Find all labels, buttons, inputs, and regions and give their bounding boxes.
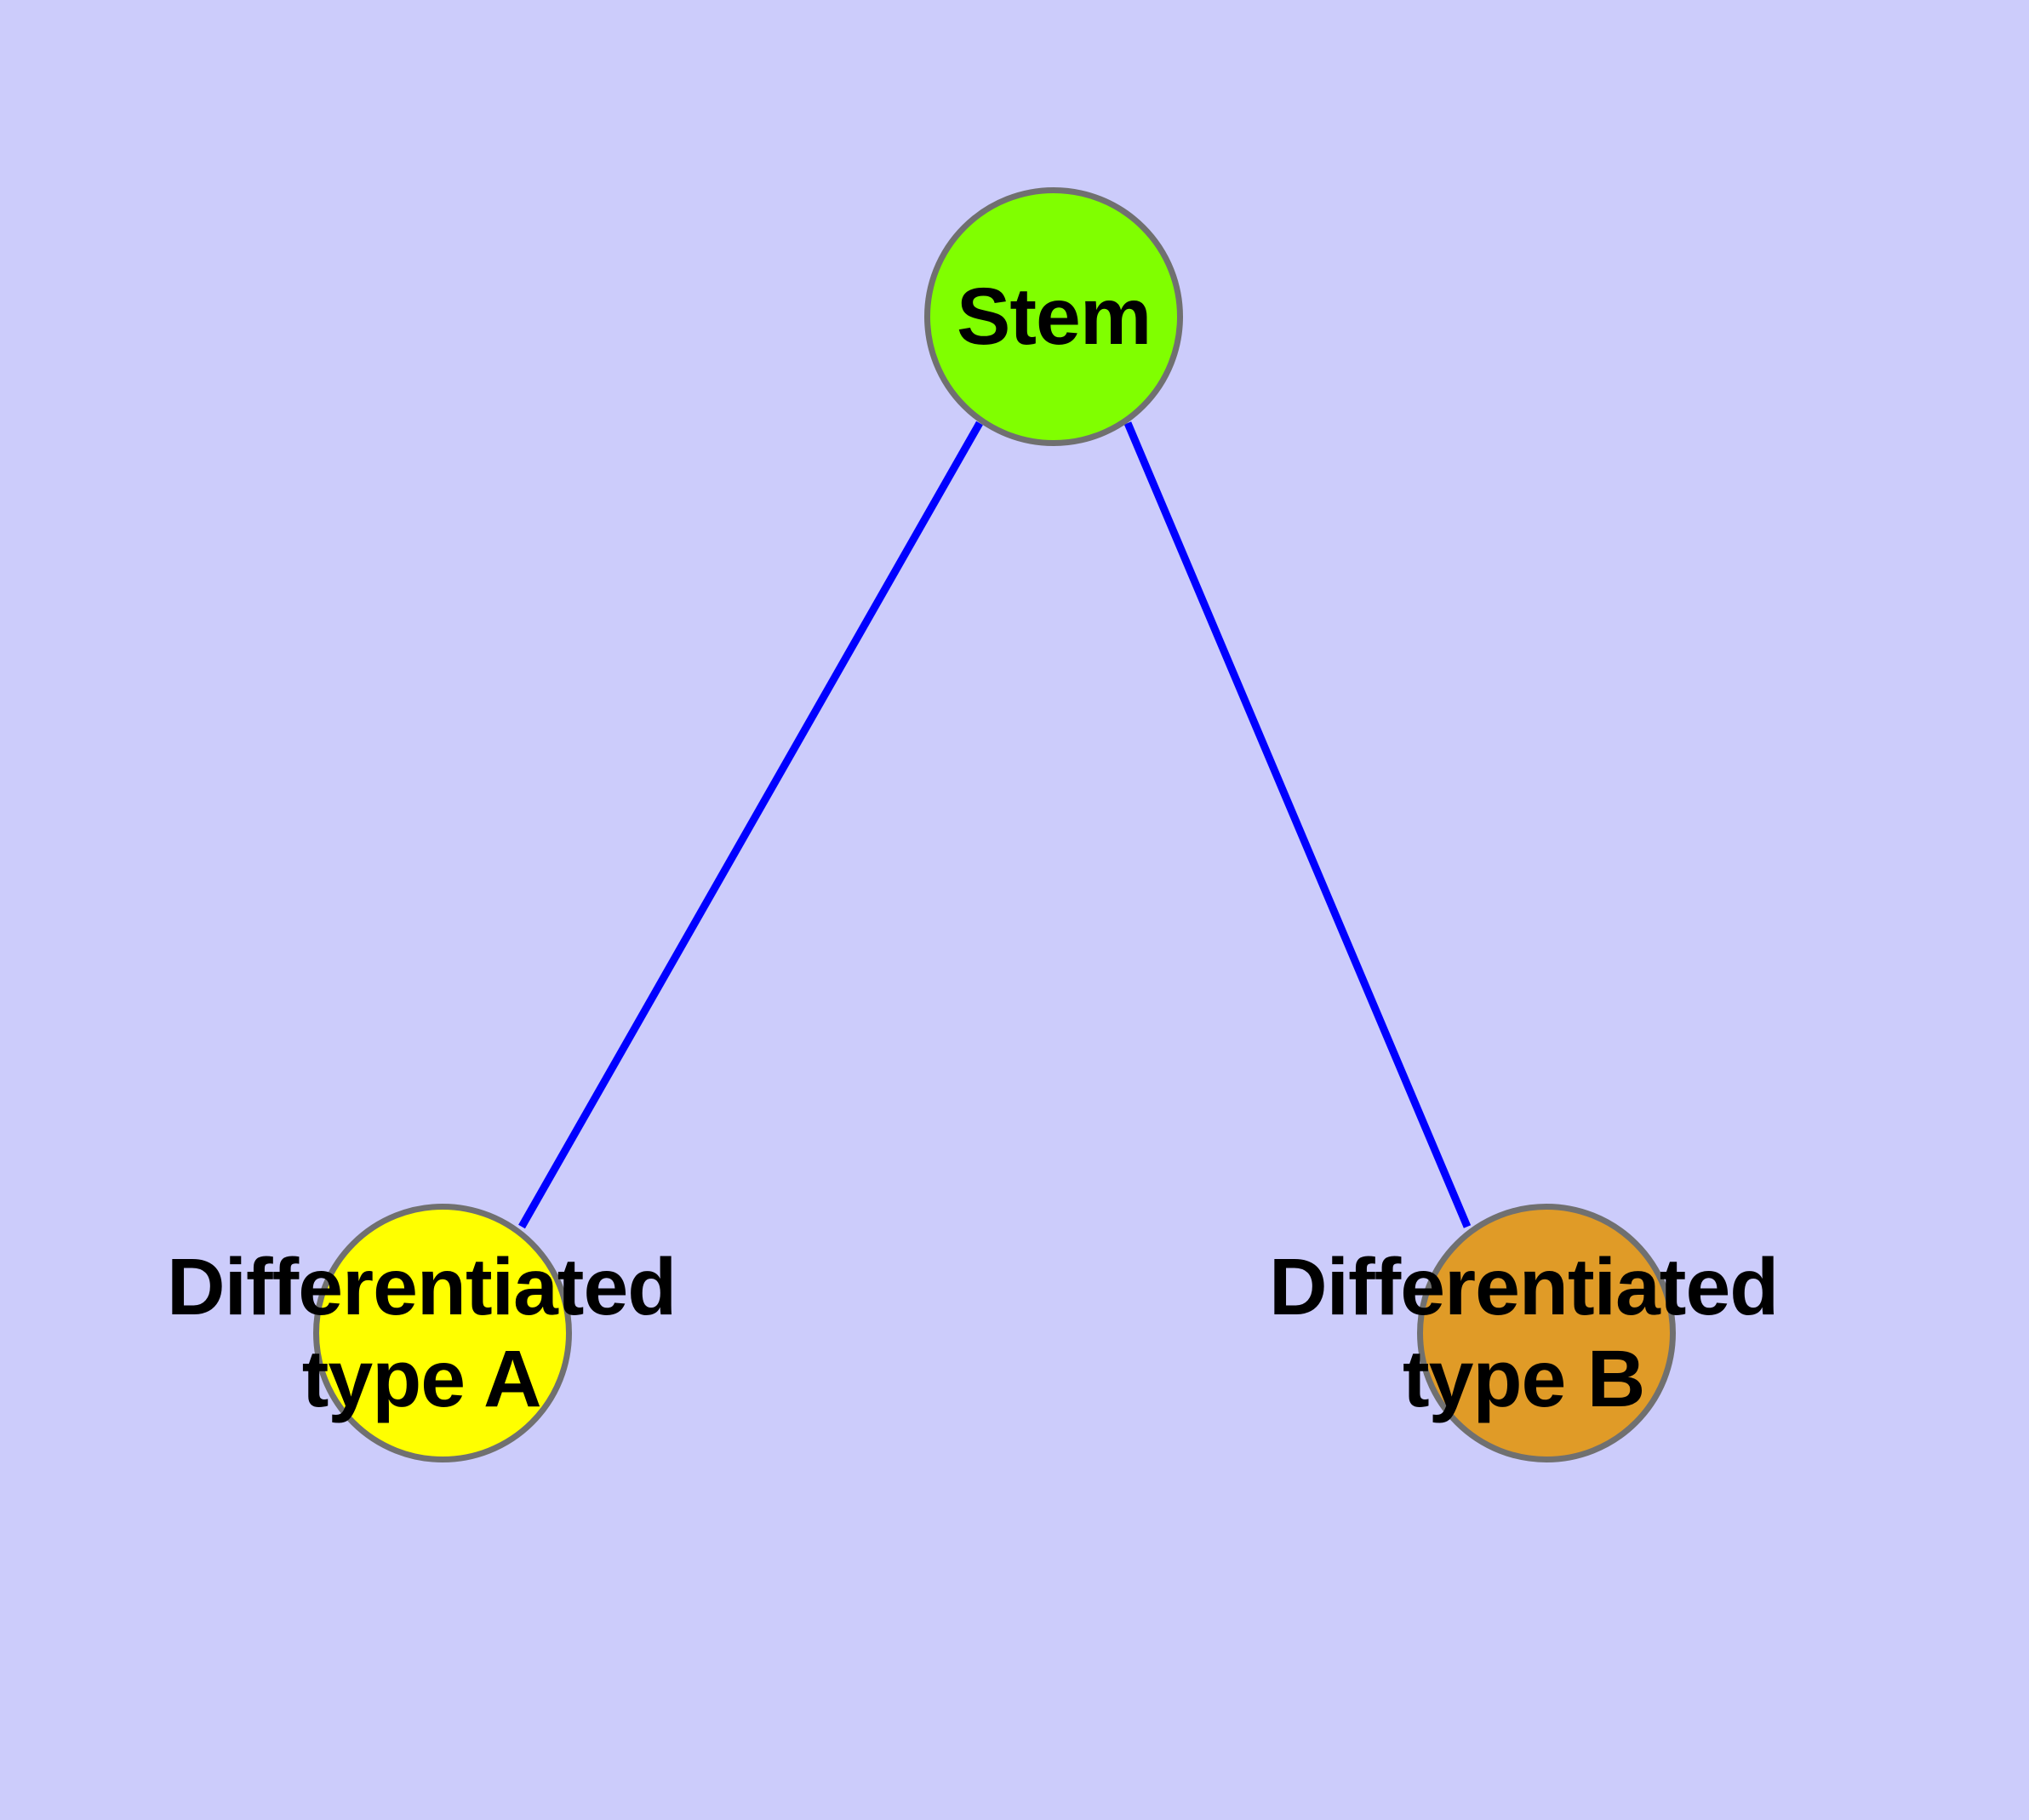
node-differentiated-a-circle[interactable] (313, 1204, 572, 1462)
edge-stem-to-differentiated-b[interactable] (1123, 421, 1472, 1228)
nodes-group (313, 187, 1676, 1462)
edges-group (518, 421, 1472, 1229)
edge-stem-to-differentiated-a[interactable] (518, 421, 983, 1229)
node-differentiated-b-circle[interactable] (1417, 1204, 1676, 1462)
node-stem-circle[interactable] (924, 187, 1183, 446)
